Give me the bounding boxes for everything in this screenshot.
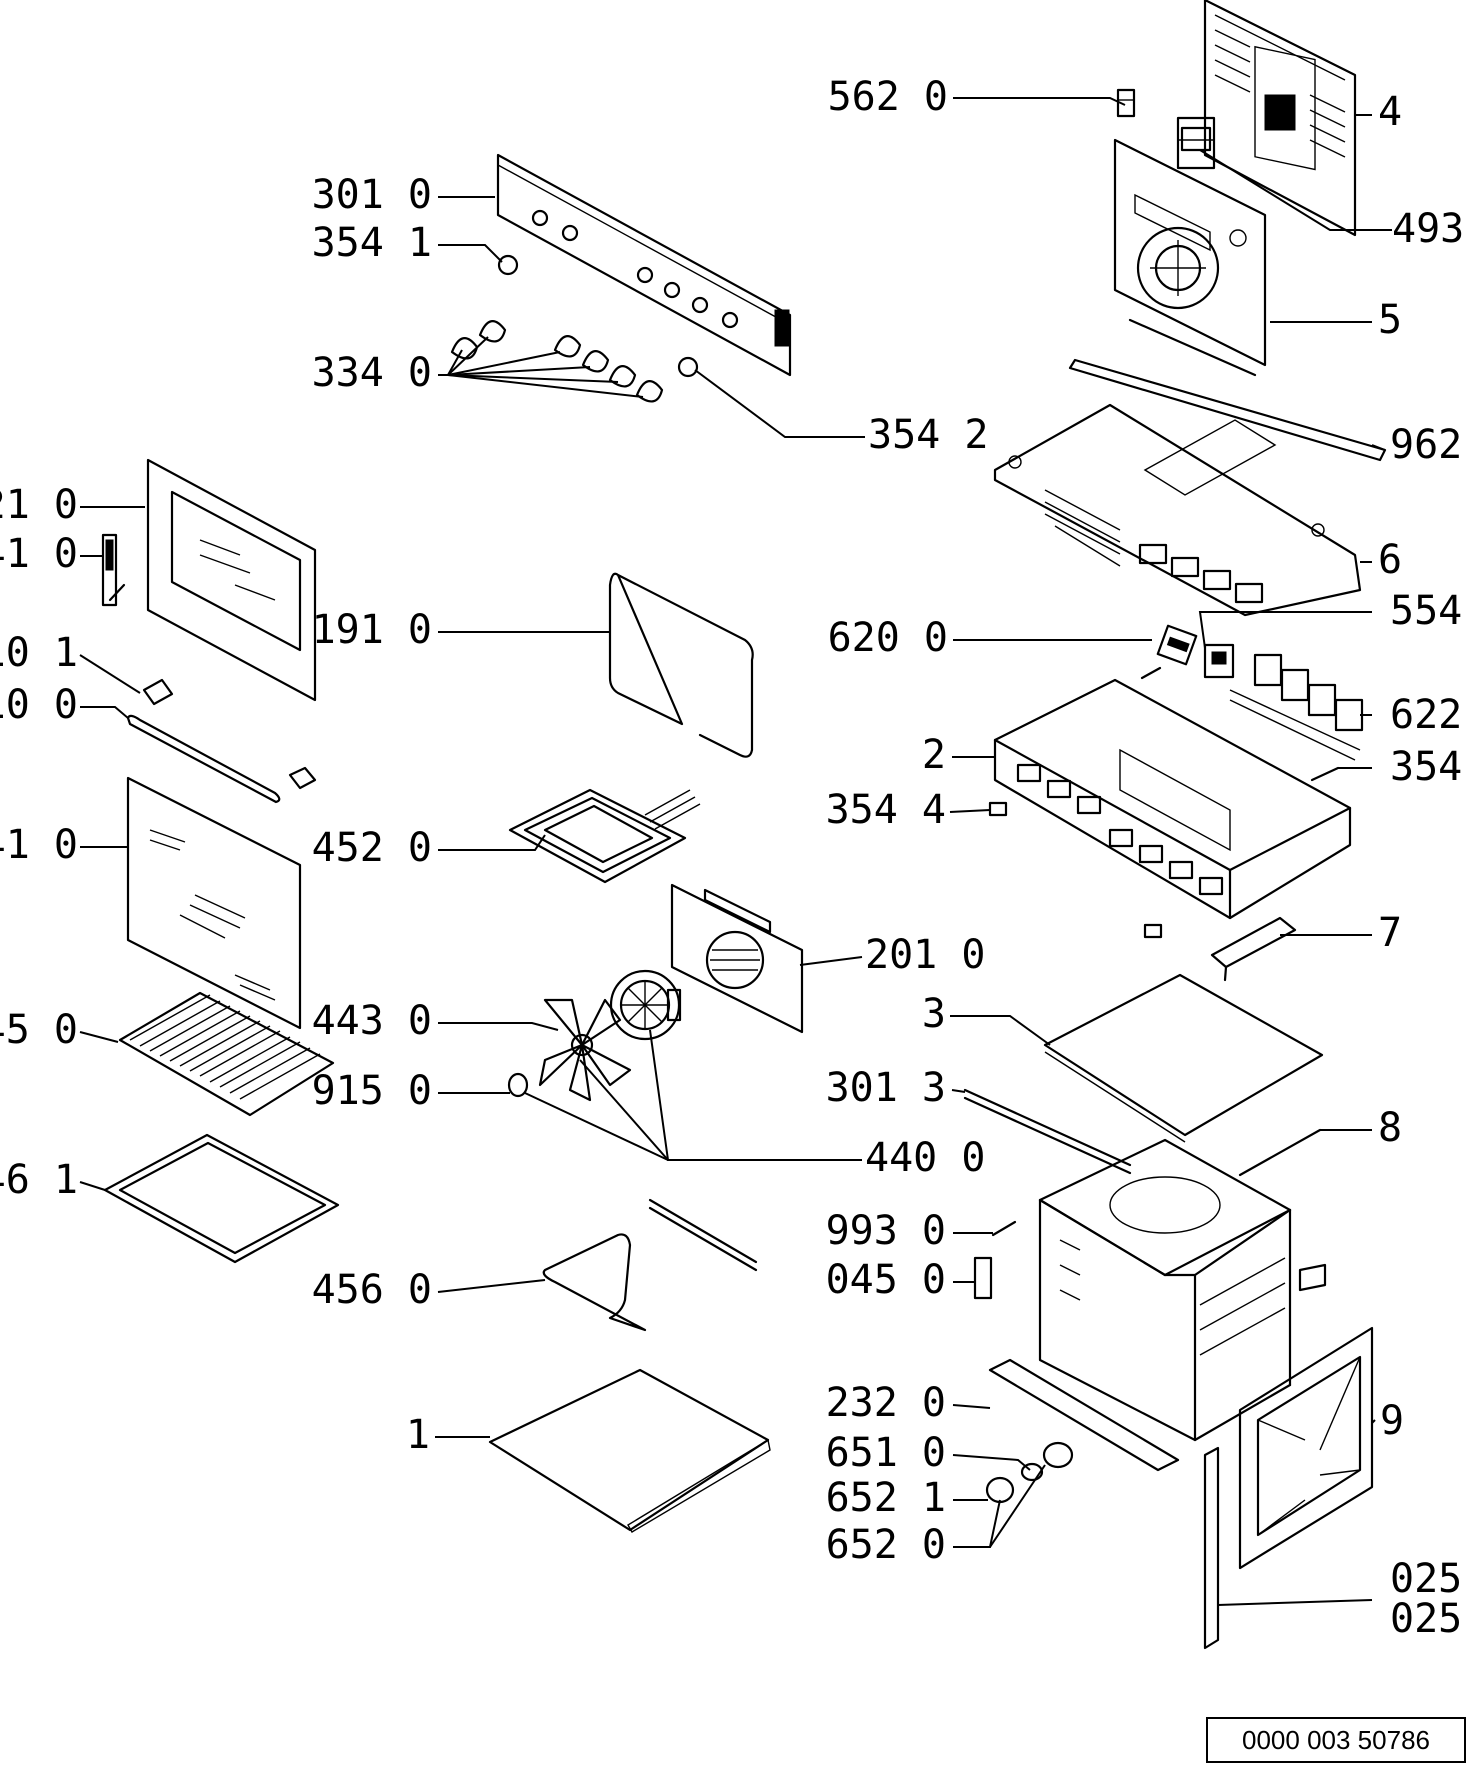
part-562-0-clip bbox=[1116, 88, 1136, 118]
label-232-0: 232 0 bbox=[826, 1380, 946, 1426]
part-232-0-front-strip bbox=[988, 1358, 1180, 1472]
part-3-top-plate bbox=[1043, 973, 1324, 1143]
part-354-4-screw bbox=[988, 801, 1163, 939]
label-456-0: 456 0 bbox=[312, 1267, 432, 1313]
label-301-0: 301 0 bbox=[312, 172, 432, 218]
label-5: 5 bbox=[1378, 297, 1402, 343]
part-246-1-baking-tray bbox=[103, 1133, 340, 1264]
label-110-0: 110 0 bbox=[0, 682, 78, 728]
label-493-0: 493 0 bbox=[1392, 206, 1472, 252]
part-554-1-lamp-holder bbox=[1203, 643, 1235, 679]
part-6-top-cover bbox=[993, 403, 1362, 617]
reference-number-box: 0000 003 50786 bbox=[1206, 1717, 1466, 1763]
label-3: 3 bbox=[922, 991, 946, 1037]
part-620-0-switch bbox=[1156, 624, 1198, 666]
label-651-0: 651 0 bbox=[826, 1430, 946, 1476]
part-354-1-button bbox=[497, 254, 519, 276]
part-4-rear-panel bbox=[1203, 0, 1357, 237]
label-915-0: 915 0 bbox=[312, 1068, 432, 1114]
label-6: 6 bbox=[1378, 537, 1402, 583]
part-652-0-lamp-cover bbox=[985, 1441, 1074, 1504]
part-443-0-fan-blade bbox=[538, 998, 632, 1102]
label-4: 4 bbox=[1378, 89, 1402, 135]
label-041-0: 041 0 bbox=[0, 531, 78, 577]
label-246-1: 246 1 bbox=[0, 1157, 78, 1203]
label-354-4: 354 4 bbox=[826, 787, 946, 833]
label-141-0: 141 0 bbox=[0, 822, 78, 868]
label-7: 7 bbox=[1378, 910, 1402, 956]
leader-lines bbox=[79, 97, 1392, 1606]
label-652-1: 652 1 bbox=[826, 1475, 946, 1521]
label-354-1: 354 1 bbox=[312, 220, 432, 266]
part-245-0-wire-shelf bbox=[118, 991, 335, 1117]
part-301-3-rail bbox=[963, 1088, 1132, 1175]
label-354-2: 354 2 bbox=[868, 412, 988, 458]
label-201-0: 201 0 bbox=[865, 932, 985, 978]
part-1-bottom-plate bbox=[488, 1368, 771, 1533]
label-1: 1 bbox=[406, 1412, 430, 1458]
label-334-0: 334 0 bbox=[312, 350, 432, 396]
label-191-0: 191 0 bbox=[312, 607, 432, 653]
part-191-0-door-seal bbox=[608, 572, 754, 758]
label-110-1: 110 1 bbox=[0, 630, 78, 676]
label-8: 8 bbox=[1378, 1105, 1402, 1151]
part-5-back-wall bbox=[1113, 138, 1267, 377]
label-354-0: 354 0 bbox=[1390, 744, 1472, 790]
label-2: 2 bbox=[922, 732, 946, 778]
part-labels: 562 0 4 493 0 5 962 1 6 301 0 354 1 334 … bbox=[0, 74, 1472, 1642]
label-452-0: 452 0 bbox=[312, 825, 432, 871]
part-8-rod bbox=[1238, 1128, 1322, 1177]
part-622-0-switches bbox=[1229, 653, 1364, 761]
part-2-control-housing bbox=[993, 678, 1352, 920]
part-141-0-glass-panel bbox=[126, 776, 302, 1030]
label-962-1: 962 1 bbox=[1390, 422, 1472, 468]
label-045-0: 045 0 bbox=[826, 1257, 946, 1303]
part-045-0-hinge-receiver bbox=[973, 1256, 993, 1300]
part-651-0-lamp bbox=[1020, 1462, 1044, 1482]
label-562-0: 562 0 bbox=[828, 74, 948, 120]
part-121-0-door-frame bbox=[146, 458, 317, 702]
part-041-0-hinge bbox=[101, 533, 126, 607]
part-7-bracket bbox=[1210, 916, 1297, 982]
label-301-3: 301 3 bbox=[826, 1065, 946, 1111]
part-354-2-button bbox=[677, 356, 699, 378]
label-245-0: 245 0 bbox=[0, 1007, 78, 1053]
label-652-0: 652 0 bbox=[826, 1522, 946, 1568]
part-915-0-nut bbox=[507, 1072, 529, 1098]
label-025-2: 025 2 bbox=[1390, 1596, 1472, 1642]
part-354-0-pin bbox=[1140, 666, 1340, 782]
label-620-0: 620 0 bbox=[828, 615, 948, 661]
part-110-0-door-handle bbox=[126, 714, 281, 804]
part-201-0-fan-cover bbox=[670, 883, 804, 1034]
label-993-0: 993 0 bbox=[826, 1208, 946, 1254]
part-334-0-knobs bbox=[450, 320, 664, 403]
part-993-0-screw bbox=[991, 1220, 1017, 1237]
part-440-0-fan-motor bbox=[609, 969, 682, 1041]
reference-number: 0000 003 50786 bbox=[1242, 1725, 1430, 1755]
label-9: 9 bbox=[1380, 1398, 1404, 1444]
part-962-1-insulation bbox=[1068, 358, 1387, 462]
label-025-1: 025 1 bbox=[1390, 1556, 1472, 1602]
label-440-0: 440 0 bbox=[865, 1135, 985, 1181]
part-9-side-frame bbox=[1238, 1326, 1374, 1570]
part-493-0-transformer bbox=[1176, 116, 1216, 170]
oven-cavity bbox=[1038, 1138, 1327, 1442]
label-622-0: 622 0 bbox=[1390, 692, 1472, 738]
part-025-side-strip bbox=[1203, 1446, 1220, 1650]
label-443-0: 443 0 bbox=[312, 998, 432, 1044]
label-554-1: 554 1 bbox=[1390, 588, 1472, 634]
part-301-0-control-panel bbox=[496, 153, 792, 377]
part-452-0-grill-element bbox=[508, 788, 701, 884]
part-456-0-lower-element bbox=[542, 1198, 758, 1332]
label-121-0: 121 0 bbox=[0, 482, 78, 528]
part-110-1-handle-bracket bbox=[142, 678, 317, 790]
